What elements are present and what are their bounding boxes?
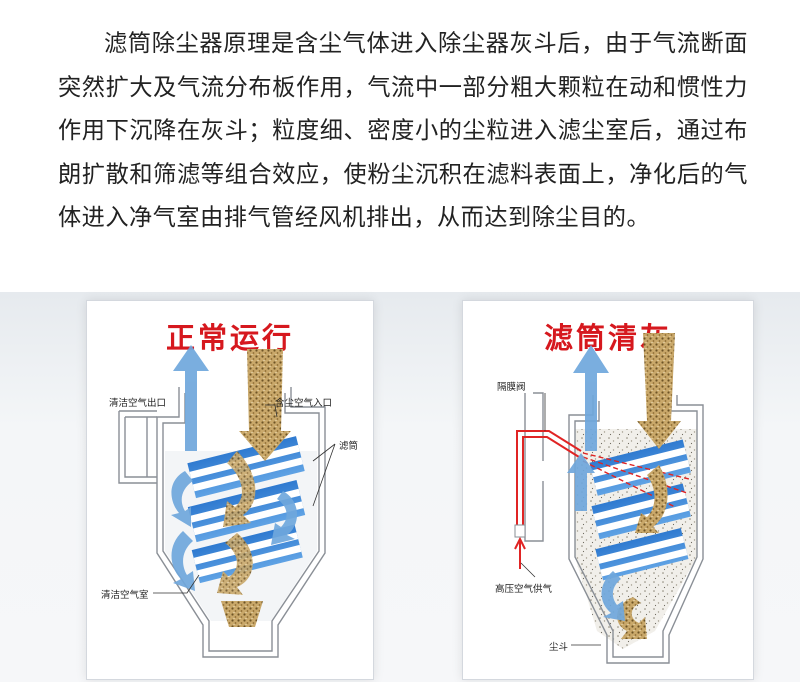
housing-outline [118,387,326,658]
housing-outline [524,392,704,664]
diaphragm-valve-label: 隔膜阀 [497,382,526,393]
clean-air-flow [171,345,298,591]
dusty-air-stream [637,333,681,449]
clean-air-outlet-label: 清洁空气出口 [109,398,167,409]
intro-paragraph: 滤筒除尘器原理是含尘气体进入除尘器灰斗后，由于气流断面突然扩大及气流分布板作用，… [58,30,748,232]
cartridge-cleaning-diagram [514,333,704,664]
clean-air-flow [567,345,625,621]
collected-dust [221,601,263,627]
panel-normal-operation: 正常运行 [86,300,374,680]
filter-cartridge-stack [589,439,691,581]
filter-cartridge-label: 滤筒 [339,441,359,452]
normal-operation-diagram [118,345,336,658]
label-leaders [520,393,601,646]
panel-cartridge-cleaning: 滤筒清灰 [462,300,754,680]
dust-hopper-label: 尘斗 [549,642,569,653]
diaphragm-valve [514,524,526,538]
high-pressure-air-label: 高压空气供气 [495,584,553,595]
pulse-pipe [516,430,582,533]
clean-air-chamber-label: 清洁空气室 [101,590,149,601]
supply-arrow [514,536,526,569]
pulse-jets [582,452,690,508]
label-leaders [153,404,336,594]
principle-figure: 正常运行 [0,292,800,682]
falling-dust [635,465,668,533]
dusty-air-inlet-label: 含尘空气入口 [275,398,333,409]
falling-dust-lower [617,597,647,639]
